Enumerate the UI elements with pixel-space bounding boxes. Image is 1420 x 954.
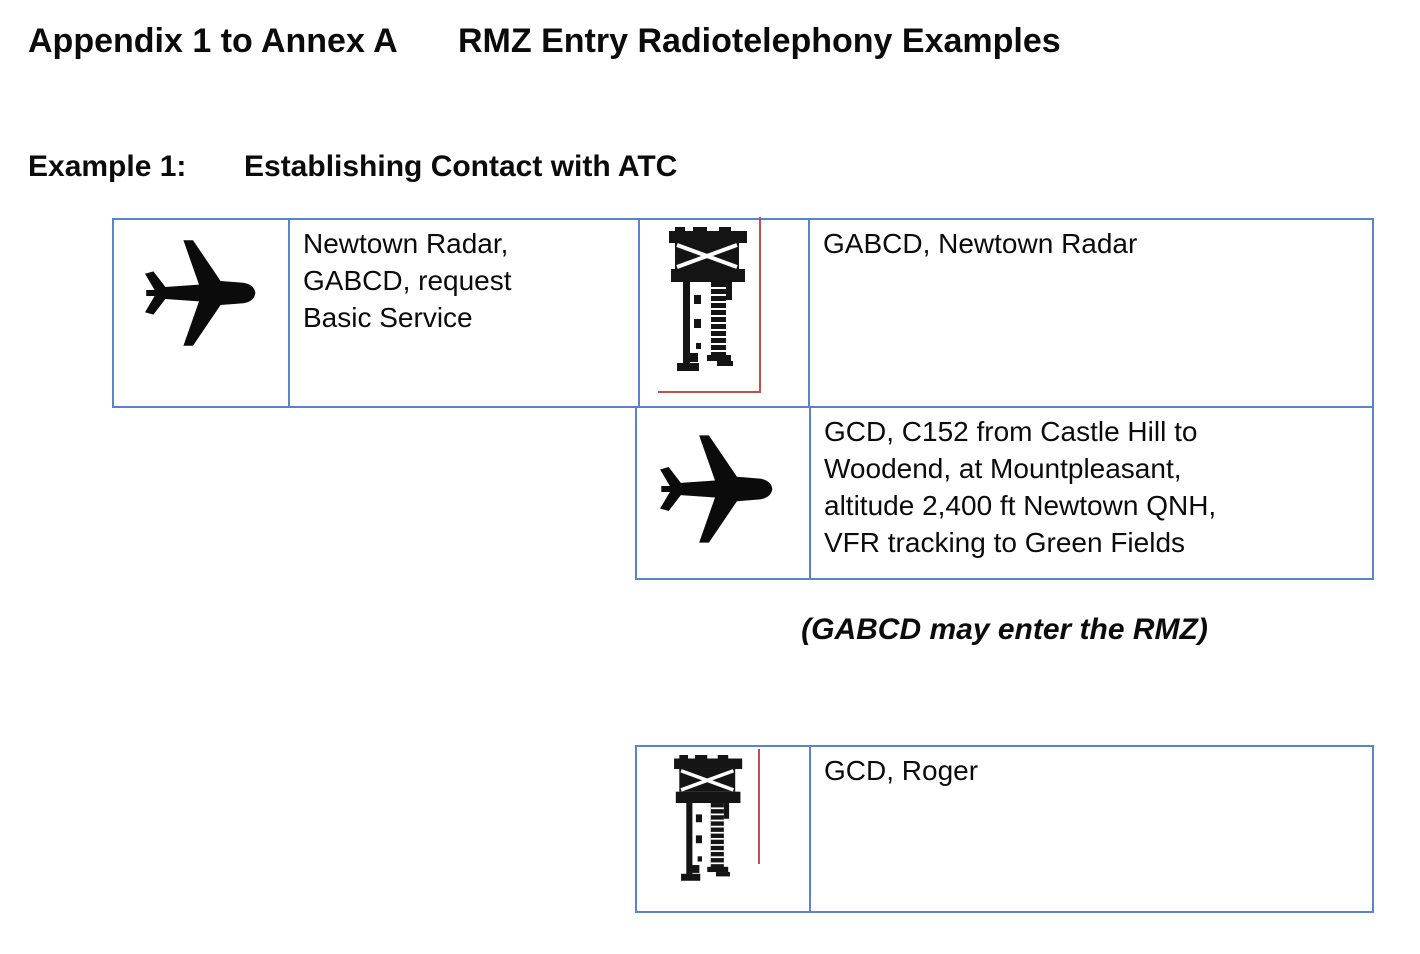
transmission-cell: GCD, Roger [809, 747, 1372, 911]
page-title-appendix: Appendix 1 to Annex A [28, 22, 398, 60]
image-frame-right-line [758, 749, 760, 864]
transmission-text: Newtown Radar, GABCD, request Basic Serv… [303, 228, 512, 333]
aircraft-icon-cell [637, 408, 809, 578]
tower-icon-cell [637, 747, 809, 911]
page-title-subject: RMZ Entry Radiotelephony Examples [458, 22, 1061, 60]
example-title: Establishing Contact with ATC [244, 150, 678, 183]
image-frame-right-line [759, 217, 761, 393]
transmission-cell: GABCD, Newtown Radar [808, 220, 1372, 406]
airplane-icon [660, 435, 773, 543]
image-frame-bottom-line [658, 391, 761, 393]
radio-exchange-table-row3: GCD, Roger [635, 745, 1374, 913]
control-tower-icon [669, 227, 747, 371]
airplane-icon [145, 240, 256, 346]
control-tower-icon [674, 755, 743, 881]
transmission-cell: Newtown Radar, GABCD, request Basic Serv… [288, 220, 638, 406]
rmz-entry-note: (GABCD may enter the RMZ) [801, 613, 1208, 646]
radio-exchange-table-row1: Newtown Radar, GABCD, request Basic Serv… [112, 217, 1374, 408]
tower-icon-cell [638, 217, 808, 406]
transmission-cell: GCD, C152 from Castle Hill to Woodend, a… [809, 408, 1372, 578]
transmission-text: GCD, Roger [824, 755, 979, 786]
radio-exchange-table-row2: GCD, C152 from Castle Hill to Woodend, a… [635, 406, 1374, 580]
example-label: Example 1: [28, 150, 187, 183]
transmission-text: GABCD, Newtown Radar [823, 228, 1138, 259]
transmission-text: GCD, C152 from Castle Hill to Woodend, a… [824, 416, 1217, 558]
aircraft-icon-cell [114, 220, 288, 406]
